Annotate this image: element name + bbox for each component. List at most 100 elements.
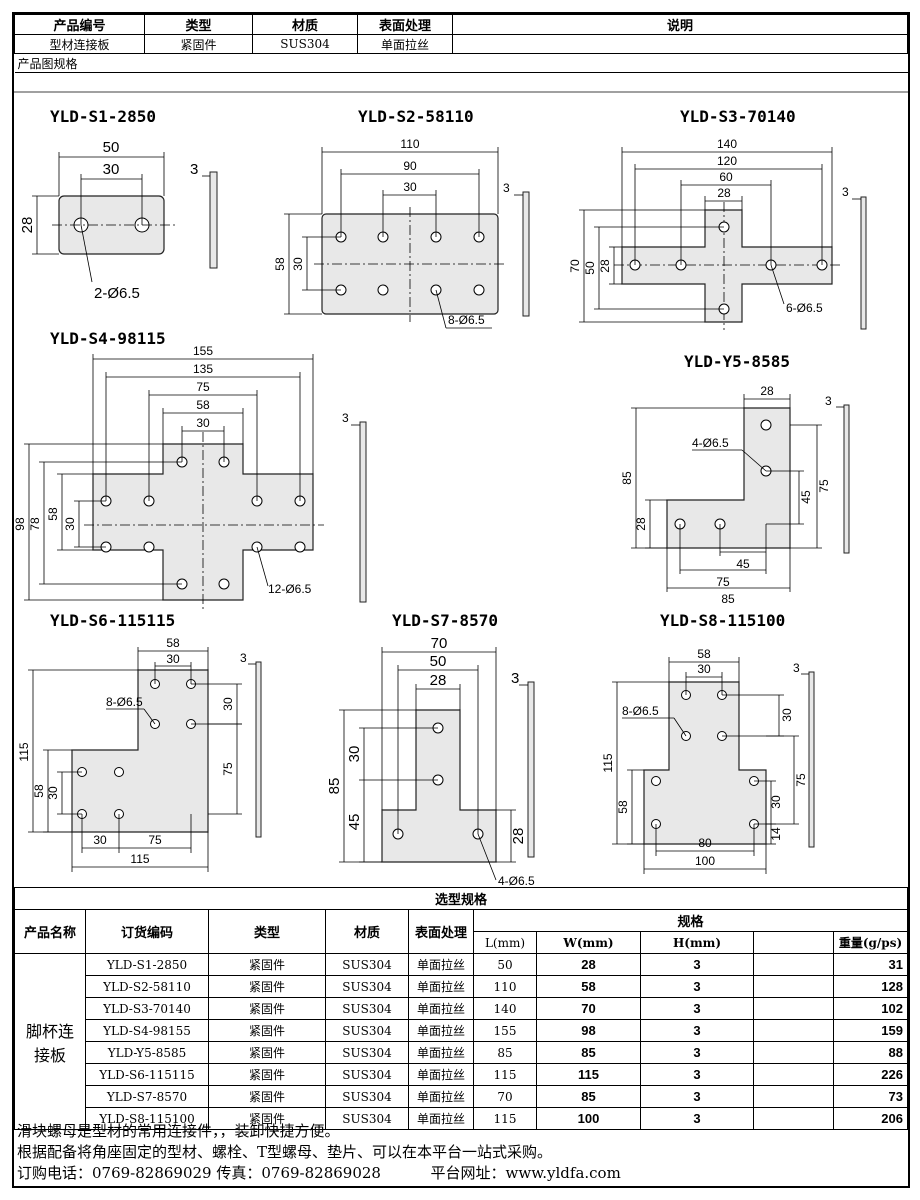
drawing-s7: YLD-S7-8570 70 50 28 [326, 611, 535, 888]
cell-W: 58 [536, 975, 641, 998]
s6-dim-label: 30 [166, 652, 180, 666]
s3-dim-label: 70 [568, 259, 582, 273]
cell-blank [753, 997, 834, 1020]
s7-dim-label: 50 [430, 653, 447, 670]
s8-hole [651, 776, 661, 786]
header-label-type: 类型 [144, 14, 253, 35]
col-blank [753, 931, 834, 954]
cell-material: SUS304 [325, 975, 409, 998]
header-value-surface: 单面拉丝 [357, 34, 453, 54]
cell-material: SUS304 [325, 997, 409, 1020]
cell-L: 115 [473, 1063, 537, 1086]
s6-holes: 8-Ø6.5 [106, 695, 143, 709]
s7-dim-label: 28 [510, 828, 527, 845]
note-line-2: 根据配备将角座固定的型材、螺栓、T型螺母、垫片、可以在本平台一站式采购。 [17, 1143, 553, 1161]
cell-type: 紧固件 [208, 975, 326, 998]
cell-W: 28 [536, 953, 641, 976]
cell-code: YLD-S3-70140 [85, 997, 209, 1020]
s8-dim-label: 14 [769, 827, 783, 841]
cell-W: 85 [536, 1041, 641, 1064]
cell-H: 3 [640, 1019, 754, 1042]
s4-dim-label: 98 [14, 517, 27, 531]
cell-code: YLD-S1-2850 [85, 953, 209, 976]
cell-L: 70 [473, 1085, 537, 1108]
s7-thickness: 3 [511, 670, 519, 687]
cell-type: 紧固件 [208, 1063, 326, 1086]
s2-dim-label: 30 [291, 257, 305, 271]
s7-title: YLD-S7-8570 [392, 611, 498, 630]
s3-dim-label: 140 [717, 137, 737, 151]
s8-thickness: 3 [793, 661, 800, 675]
note-line-1: 滑块螺母是型材的常用连接件，，装卸快捷方便。 [17, 1122, 340, 1140]
s1-dim-label: 30 [103, 161, 120, 178]
cell-H: 3 [640, 997, 754, 1020]
s8-dim-label: 115 [601, 753, 615, 772]
cell-W: 85 [536, 1085, 641, 1108]
selection-title: 选型规格 [14, 887, 908, 910]
s7-side-view [527, 681, 535, 858]
s7-dim-label: 70 [431, 635, 448, 652]
s4-dim-label: 75 [196, 380, 210, 394]
drawing-y5: YLD-Y5-8585 28 85 28 [620, 352, 850, 606]
cell-W: 100 [536, 1107, 641, 1130]
cell-surface: 单面拉丝 [408, 953, 474, 976]
s2-title: YLD-S2-58110 [358, 107, 474, 126]
cell-code: YLD-S2-58110 [85, 975, 209, 998]
cell-W: 115 [536, 1063, 641, 1086]
col-surface: 表面处理 [408, 909, 474, 954]
product-name-cell: 脚杯连接板 [14, 953, 86, 1130]
cell-L: 110 [473, 975, 537, 998]
col-weight: 重量(g/ps) [833, 931, 908, 954]
s1-leader [80, 224, 93, 283]
s1-dim-label: 50 [103, 139, 120, 156]
col-material: 材质 [325, 909, 409, 954]
s6-dim-label: 115 [130, 852, 149, 866]
s2-thickness: 3 [503, 181, 510, 195]
cell-blank [753, 953, 834, 976]
s4-thickness: 3 [342, 411, 349, 425]
s4-holes: 12-Ø6.5 [268, 582, 312, 596]
s7-leader [477, 833, 497, 881]
cell-H: 3 [640, 953, 754, 976]
s4-dim-label: 58 [46, 507, 60, 521]
s6-leader [143, 708, 156, 725]
header-value-type: 紧固件 [144, 34, 253, 54]
cell-code: YLD-S8-115100 [85, 1107, 209, 1130]
y5-holes: 4-Ø6.5 [692, 436, 729, 450]
drawing-s1: YLD-S1-2850 50 30 28 3 [19, 107, 218, 302]
cell-code: YLD-S4-98155 [85, 1019, 209, 1042]
cell-material: SUS304 [325, 1041, 409, 1064]
col-spec: 规格 [473, 909, 908, 932]
cell-surface: 单面拉丝 [408, 1085, 474, 1108]
s3-side-view [860, 196, 867, 330]
y5-side-view [843, 404, 850, 554]
s8-title: YLD-S8-115100 [660, 611, 785, 630]
cell-weight: 159 [833, 1019, 908, 1042]
cell-surface: 单面拉丝 [408, 997, 474, 1020]
y5-hole [760, 419, 772, 431]
s6-dim-label: 30 [93, 833, 107, 847]
cell-blank [753, 1019, 834, 1042]
s2-hole [473, 284, 485, 296]
s4-side-view [359, 421, 367, 603]
cell-surface: 单面拉丝 [408, 975, 474, 998]
cell-weight: 88 [833, 1041, 908, 1064]
cell-L: 50 [473, 953, 537, 976]
s8-dim-label: 30 [769, 795, 783, 809]
cell-weight: 226 [833, 1063, 908, 1086]
s7-dim-label: 45 [346, 814, 363, 831]
s7-dim-label: 85 [326, 778, 343, 795]
s6-dim-label: 75 [221, 762, 235, 776]
drawing-s6: YLD-S6-115115 58 30 [17, 611, 262, 872]
s2-hole [377, 284, 389, 296]
s4-dim-label: 135 [193, 362, 213, 376]
header-label-desc: 说明 [452, 14, 908, 35]
s4-leader [256, 546, 269, 587]
cell-type: 紧固件 [208, 1041, 326, 1064]
s3-holes: 6-Ø6.5 [786, 301, 823, 315]
s4-dim-label: 155 [193, 344, 213, 358]
